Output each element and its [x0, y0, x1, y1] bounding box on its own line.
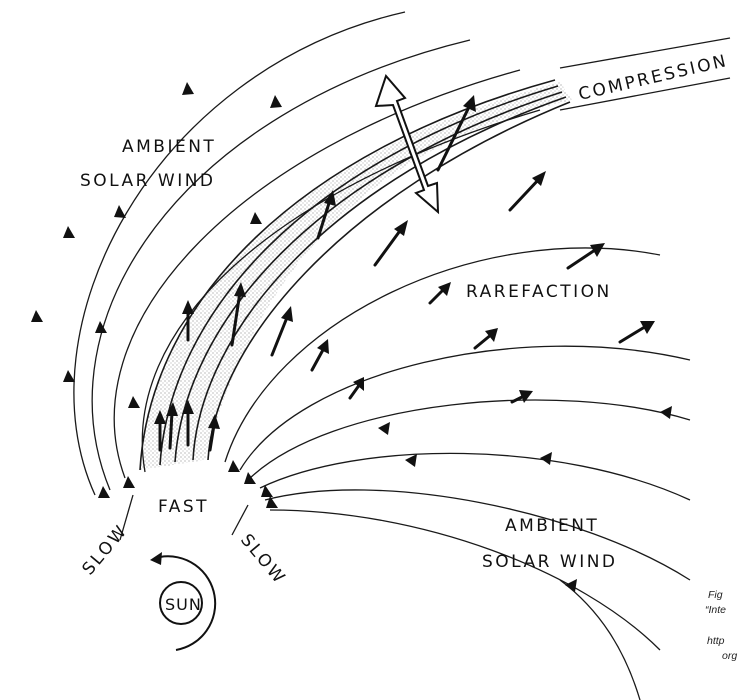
- compression-double-arrow: [374, 74, 440, 215]
- compression-boundary-lines: [559, 37, 731, 111]
- caption-line-1: Fig: [708, 589, 723, 601]
- rotation-arrow-icon: [150, 552, 162, 565]
- sun: [150, 552, 217, 651]
- label-ambient-lower-line1: AMBIENT: [505, 516, 599, 536]
- caption-line-3: http: [707, 635, 725, 647]
- caption-line-4: org: [722, 650, 737, 662]
- label-compression: COMPRESSION: [577, 51, 731, 105]
- label-sun: SUN: [165, 595, 202, 614]
- field-line-arrowheads: [31, 82, 672, 592]
- velocity-vectors: [154, 95, 655, 452]
- rotation-arc: [159, 555, 217, 651]
- label-ambient-upper-line2: SOLAR WIND: [80, 171, 216, 191]
- rarefaction-field-lines: [224, 247, 691, 700]
- ambient-field-lines-upper: [73, 11, 541, 496]
- compression-band: [140, 82, 572, 470]
- label-fast: FAST: [158, 497, 209, 517]
- sector-dividers: [119, 494, 249, 541]
- label-ambient-upper-line1: AMBIENT: [122, 137, 216, 157]
- caption-line-2: “Inte: [705, 604, 726, 616]
- label-rarefaction: RAREFACTION: [466, 282, 612, 302]
- label-slow-left: SLOW: [79, 521, 133, 580]
- label-ambient-lower-line2: SOLAR WIND: [482, 552, 618, 572]
- label-slow-right: SLOW: [236, 530, 290, 589]
